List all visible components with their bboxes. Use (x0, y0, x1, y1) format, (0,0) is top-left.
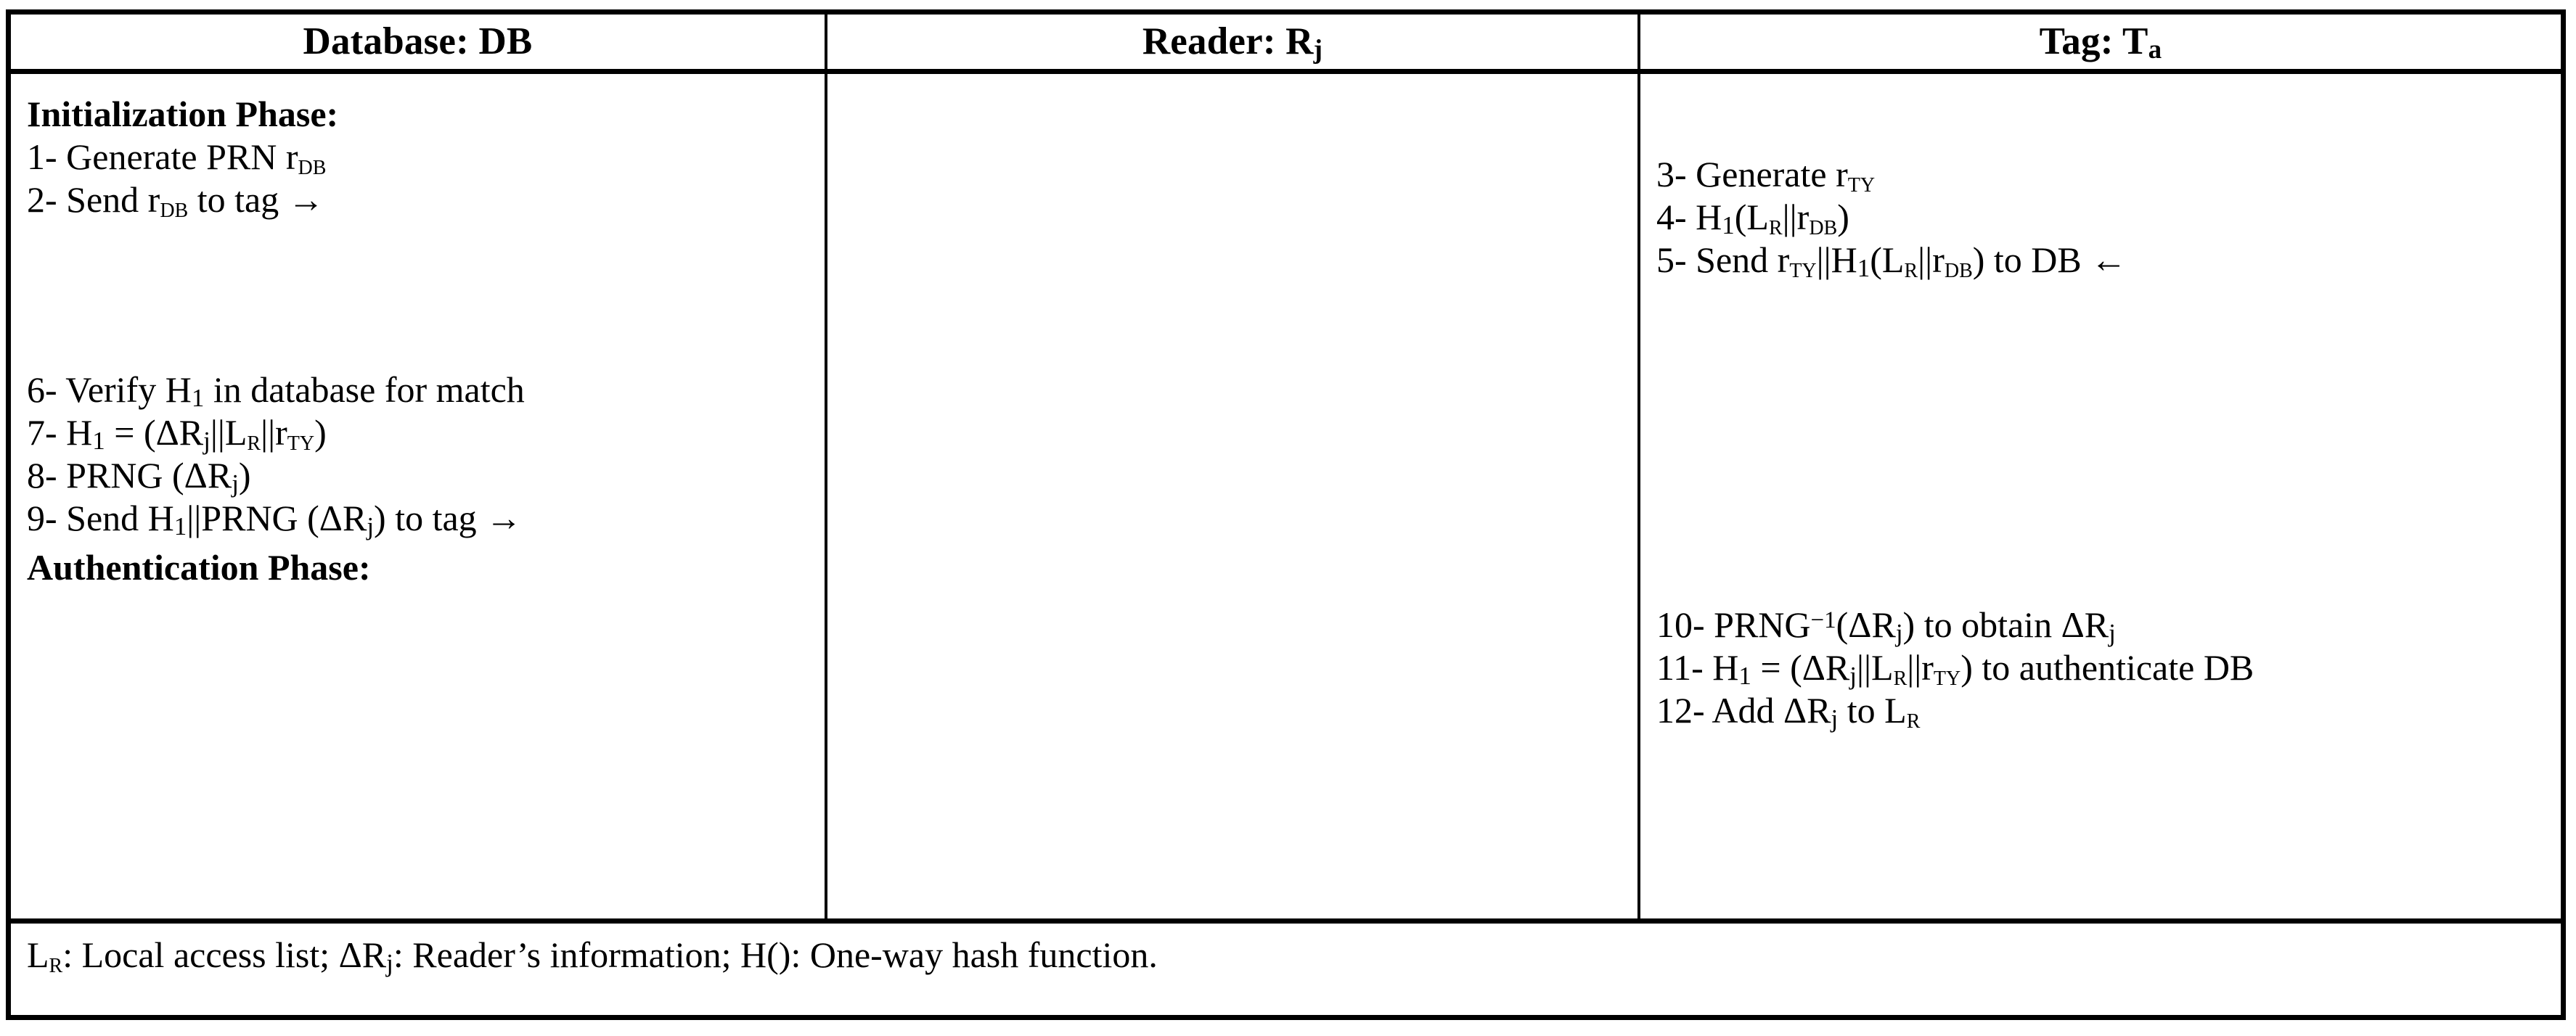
database-step-8: 8- PRNG (ΔRj) (27, 455, 251, 498)
tag-authentication-block: 10- PRNG−1(ΔRj) to obtain ΔRj 11- H1 = (… (1656, 604, 2551, 732)
cell-database: Initialization Phase: 1- Generate PRN rD… (11, 74, 827, 918)
arrow-right-icon: → (287, 179, 324, 220)
authentication-phase-heading: Authentication Phase: (27, 547, 371, 588)
database-step-7: 7- H1 = (ΔRj||LR||rTy) (27, 412, 327, 456)
column-header-tag-label: Tag: Ta (2039, 20, 2162, 65)
database-initialization-block: Initialization Phase: 1- Generate PRN rD… (27, 93, 814, 221)
tag-step-4: 4- H1(LR||rDB) (1656, 197, 1849, 241)
arrow-left-icon: ← (2090, 239, 2127, 280)
cell-tag: 3- Generate rTy 4- H1(LR||rDB) 5- Send r… (1640, 74, 2561, 918)
legend-note: LR: Local access list; ΔRj: Reader’s inf… (27, 934, 1158, 979)
database-authentication-block: Authentication Phase: (27, 546, 814, 589)
database-step-9: 9- Send H1||PRNG (ΔRj) to tag → (27, 498, 523, 540)
arrow-right-icon: → (486, 498, 523, 538)
initialization-phase-heading: Initialization Phase: (27, 94, 339, 134)
database-verification-block: 6- Verify H1 in database for match 7- H1… (27, 369, 814, 540)
database-step-1: 1- Generate PRN rDB (27, 136, 327, 181)
tag-step-3: 3- Generate rTy (1656, 154, 1876, 198)
column-header-reader: Reader: Rj (827, 15, 1640, 69)
column-header-database-label: Database: DB (303, 20, 533, 62)
column-header-database: Database: DB (11, 15, 827, 69)
tag-step-11: 11- H1 = (ΔRj||LR||rTy) to authenticate … (1656, 647, 2254, 691)
tag-step-10: 10- PRNG−1(ΔRj) to obtain ΔRj (1656, 604, 2116, 647)
column-header-tag: Tag: Ta (1640, 15, 2561, 69)
table-header-row: Database: DB Reader: Rj Tag: Ta (11, 15, 2561, 74)
database-step-2: 2- Send rDB to tag → (27, 179, 324, 223)
column-header-reader-label: Reader: Rj (1142, 20, 1323, 65)
table-footer-row: LR: Local access list; ΔRj: Reader’s inf… (11, 924, 2561, 1015)
tag-step-12: 12- Add ΔRj to LR (1656, 690, 1921, 734)
protocol-table: Database: DB Reader: Rj Tag: Ta Initiali… (6, 9, 2566, 1020)
cell-reader (827, 74, 1640, 918)
database-step-6: 6- Verify H1 in database for match (27, 369, 525, 412)
table-body-row: Initialization Phase: 1- Generate PRN rD… (11, 74, 2561, 924)
tag-initialization-block: 3- Generate rTy 4- H1(LR||rDB) 5- Send r… (1656, 153, 2551, 281)
tag-step-5: 5- Send rTy||H1(LR||rDB) to DB ← (1656, 239, 2127, 284)
